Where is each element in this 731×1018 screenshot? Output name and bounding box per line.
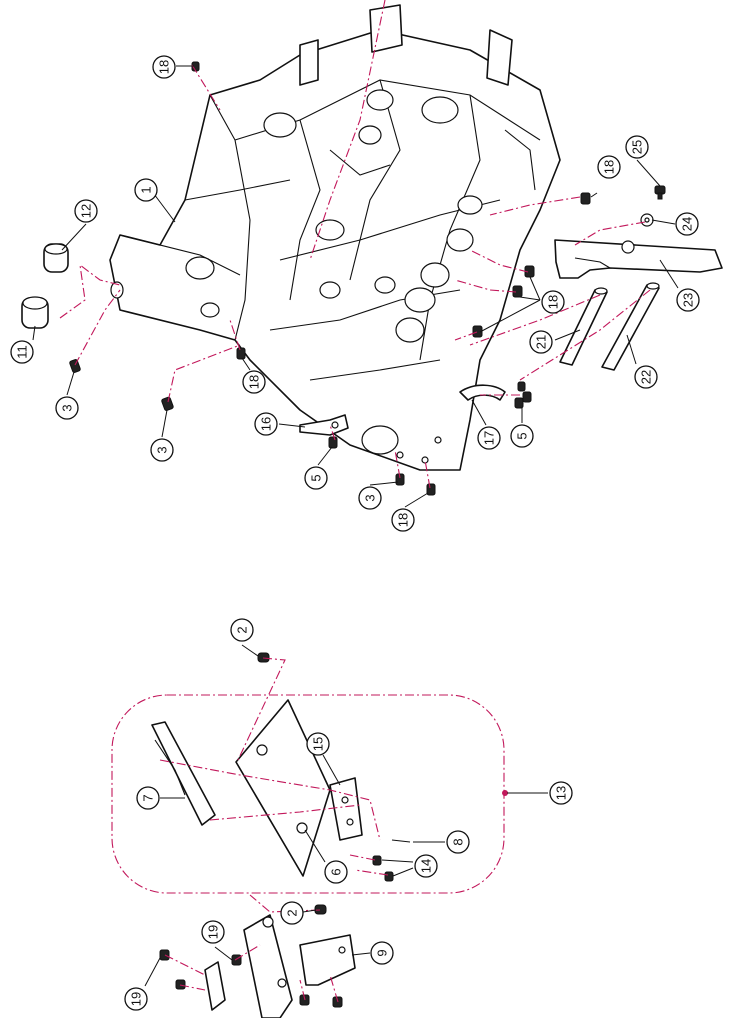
callout-1: 1 xyxy=(134,178,158,202)
callout-14: 14 xyxy=(414,854,438,878)
svg-text:18: 18 xyxy=(247,375,262,389)
bracket-16 xyxy=(299,414,349,449)
svg-text:16: 16 xyxy=(259,417,274,431)
shaft-22 xyxy=(601,282,660,371)
svg-text:7: 7 xyxy=(141,794,156,801)
svg-text:25: 25 xyxy=(630,140,645,154)
svg-text:2: 2 xyxy=(285,909,300,916)
callout-18: 18 xyxy=(391,508,415,532)
callout-3: 3 xyxy=(55,396,79,420)
svg-text:3: 3 xyxy=(155,446,170,453)
callout-6: 6 xyxy=(324,860,348,884)
bushing-11 xyxy=(21,296,49,329)
svg-text:5: 5 xyxy=(309,474,324,481)
svg-text:21: 21 xyxy=(534,335,549,349)
svg-text:9: 9 xyxy=(375,949,390,956)
callout-2: 2 xyxy=(280,901,304,925)
callout-24: 24 xyxy=(675,212,699,236)
callout-18: 18 xyxy=(242,370,266,394)
svg-text:12: 12 xyxy=(79,204,94,218)
subassembly-13 xyxy=(111,694,508,894)
svg-text:1: 1 xyxy=(139,186,154,193)
svg-text:19: 19 xyxy=(129,992,144,1006)
callout-18: 18 xyxy=(597,155,621,179)
bracket-17 xyxy=(459,381,532,409)
svg-text:18: 18 xyxy=(546,295,561,309)
svg-text:18: 18 xyxy=(396,513,411,527)
callout-9: 9 xyxy=(370,941,394,965)
frame-casting xyxy=(109,4,561,471)
screw-25 xyxy=(654,185,666,200)
svg-text:22: 22 xyxy=(639,370,654,384)
lower-brackets xyxy=(159,652,356,1018)
callout-18: 18 xyxy=(152,55,176,79)
shaft-21 xyxy=(559,287,608,366)
callout-16: 16 xyxy=(254,412,278,436)
callout-5: 5 xyxy=(510,424,534,448)
callout-13: 13 xyxy=(549,781,573,805)
callout-17: 17 xyxy=(477,426,501,450)
callout-7: 7 xyxy=(136,786,160,810)
svg-text:6: 6 xyxy=(329,868,344,875)
bushing-12 xyxy=(43,243,69,273)
callout-15: 15 xyxy=(306,732,330,756)
svg-text:19: 19 xyxy=(206,925,221,939)
svg-text:2: 2 xyxy=(235,626,250,633)
callout-3: 3 xyxy=(150,438,174,462)
svg-text:11: 11 xyxy=(15,345,30,359)
callout-12: 12 xyxy=(74,199,98,223)
svg-text:18: 18 xyxy=(157,60,172,74)
lever-23 xyxy=(554,239,723,279)
callout-23: 23 xyxy=(676,288,700,312)
svg-text:23: 23 xyxy=(681,293,696,307)
callout-22: 22 xyxy=(634,365,658,389)
callout-5: 5 xyxy=(304,466,328,490)
callout-19: 19 xyxy=(201,920,225,944)
leader-lines xyxy=(32,65,679,987)
callout-3: 3 xyxy=(358,486,382,510)
svg-text:5: 5 xyxy=(515,432,530,439)
washer-24 xyxy=(640,213,654,227)
callout-25: 25 xyxy=(625,135,649,159)
assembly-guides xyxy=(59,0,651,1003)
svg-text:24: 24 xyxy=(680,217,695,231)
svg-text:15: 15 xyxy=(311,737,326,751)
svg-text:8: 8 xyxy=(451,838,466,845)
svg-text:14: 14 xyxy=(419,859,434,873)
svg-text:18: 18 xyxy=(602,160,617,174)
svg-text:13: 13 xyxy=(554,786,569,800)
callout-19: 19 xyxy=(124,987,148,1011)
callout-2: 2 xyxy=(230,618,254,642)
callout-8: 8 xyxy=(446,830,470,854)
callout-21: 21 xyxy=(529,330,553,354)
callout-11: 11 xyxy=(10,340,34,364)
callout-18: 18 xyxy=(541,290,565,314)
svg-text:17: 17 xyxy=(482,431,497,445)
svg-text:3: 3 xyxy=(60,404,75,411)
svg-text:3: 3 xyxy=(363,494,378,501)
